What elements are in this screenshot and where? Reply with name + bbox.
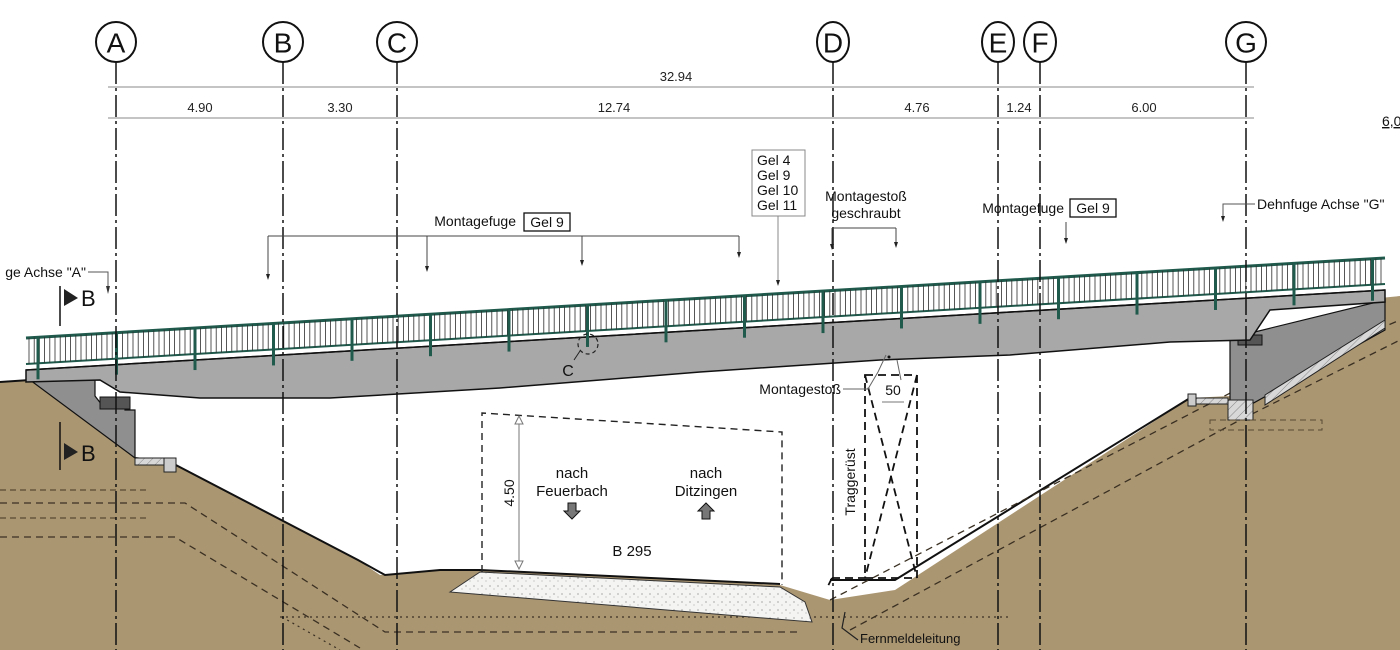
arrow-up-icon — [696, 502, 716, 520]
montagefuge-right-tag: Gel 9 — [1076, 200, 1110, 216]
joint-label-a: ge Achse "A" — [5, 264, 86, 280]
direction-ditzingen-line1: nach — [690, 465, 723, 482]
dim-segment-2: 3.30 — [327, 100, 352, 115]
gel-list-item: Gel 9 — [757, 167, 791, 183]
axis-label-c: C — [387, 28, 407, 59]
detail-c-marker: C — [562, 333, 599, 380]
montagestoss-bolted-line1: Montagestoß — [825, 188, 907, 204]
axis-bubble-b — [262, 21, 304, 63]
direction-feuerbach-line2: Feuerbach — [536, 483, 608, 500]
axis-bubble-g — [1225, 21, 1267, 63]
axis-label-a: A — [107, 28, 126, 59]
montagestoss-joint: Montagestoß 50 — [759, 354, 904, 403]
section-b-bottom: B — [81, 441, 96, 466]
road-pavement — [448, 571, 813, 623]
axis-label-g: G — [1235, 28, 1257, 59]
clearance-value: 4.50 — [501, 479, 517, 506]
telecom: Fernmeldeleitung — [841, 611, 960, 646]
dim-segment-3: 12.74 — [598, 100, 631, 115]
dim-edge-cut: 6,0 — [1382, 113, 1400, 129]
gel-list-item: Gel 10 — [757, 182, 798, 198]
joint-g: Dehnfuge Achse "G" — [1221, 196, 1384, 222]
dim-segment-5: 1.24 — [1006, 100, 1031, 115]
montagefuge-left: Montagefuge Gel 9 — [266, 212, 741, 280]
deck-slab-line — [25, 289, 1386, 371]
axis-bubble-f — [1023, 21, 1057, 63]
deck-top-white — [27, 284, 1386, 368]
montagefuge-left-tag: Gel 9 — [530, 214, 564, 230]
railing — [25, 256, 1386, 380]
montagefuge-left-label: Montagefuge — [434, 213, 516, 229]
joint-a-leader — [88, 271, 109, 292]
right-abutment — [1187, 299, 1386, 431]
section-marker-top: B — [59, 286, 96, 326]
gel-list-item: Gel 11 — [757, 197, 797, 213]
dim-segment-1: 4.90 — [187, 100, 212, 115]
gel-list: Gel 4 Gel 9 Gel 10 Gel 11 — [751, 149, 806, 286]
montagestoss-bolted-line2: geschraubt — [831, 205, 900, 221]
axis-label-b: B — [274, 28, 293, 59]
telecom-label: Fernmeldeleitung — [860, 631, 960, 646]
axis-bubble-e — [981, 21, 1015, 63]
dim-50: 50 — [885, 382, 901, 398]
direction-ditzingen: nach Ditzingen — [675, 465, 738, 520]
axis-label-d: D — [823, 28, 843, 59]
scaffold — [827, 374, 918, 587]
axis-label-e: E — [989, 28, 1008, 59]
dim-segment-6: 6.00 — [1131, 100, 1156, 115]
direction-feuerbach-line1: nach — [556, 465, 589, 482]
dim-segment-4: 4.76 — [904, 100, 929, 115]
direction-ditzingen-line2: Ditzingen — [675, 483, 738, 500]
left-abutment — [28, 379, 177, 473]
gel-list-item: Gel 4 — [757, 152, 791, 168]
axis-bubble-d — [816, 21, 850, 63]
montagefuge-right-label: Montagefuge — [982, 200, 1064, 216]
montagefuge-right: Montagefuge Gel 9 — [982, 198, 1117, 244]
road-surface-line — [479, 569, 781, 585]
dim-total: 32.94 — [660, 69, 693, 84]
scaffold-label: Traggerüst — [842, 448, 858, 515]
road-label: B 295 — [612, 543, 651, 560]
telecom-line — [280, 616, 1010, 650]
montagestoss-bolted: Montagestoß geschraubt — [825, 188, 907, 250]
joint-label-g: Dehnfuge Achse "G" — [1257, 196, 1384, 212]
section-b-top: B — [81, 286, 96, 311]
montagestoss-label: Montagestoß — [759, 381, 841, 397]
axis-label-f: F — [1031, 28, 1048, 59]
dimension-chain — [108, 86, 1254, 119]
section-marker-bottom: B — [59, 422, 96, 470]
clearance-dimension: 4.50 — [501, 414, 524, 571]
bridge-girder — [25, 289, 1386, 399]
direction-feuerbach: nach Feuerbach — [536, 465, 608, 520]
axis-bubble-c — [376, 21, 418, 63]
detail-c-label: C — [562, 363, 574, 380]
axis-bubble-a — [95, 21, 137, 63]
soil — [0, 296, 1400, 650]
railing-bottom-rail — [25, 283, 1386, 365]
arrow-down-icon — [562, 502, 582, 520]
